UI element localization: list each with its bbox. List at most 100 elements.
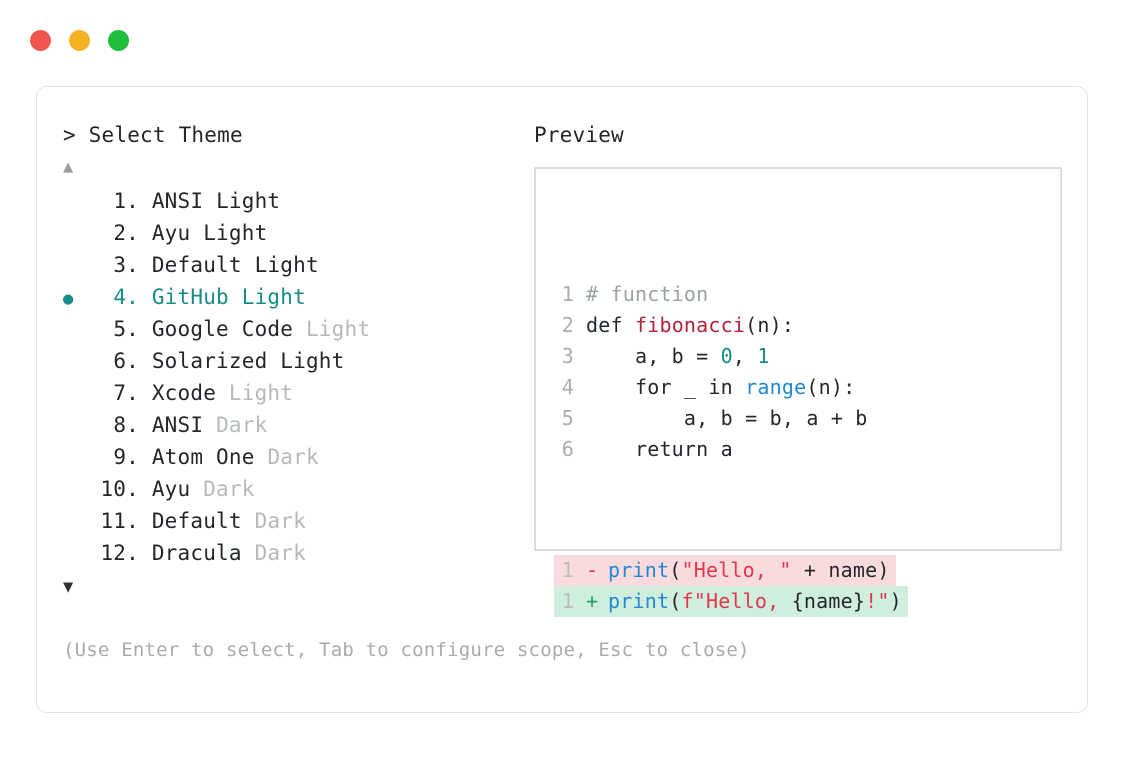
close-window-button[interactable]: [30, 30, 51, 51]
code-token: {name}: [791, 589, 866, 613]
theme-option-row[interactable]: 8. ANSI Dark: [63, 409, 513, 441]
code-line-content: for _ in range(n):: [586, 372, 855, 403]
code-token: fibonacci: [634, 313, 746, 337]
theme-option-row[interactable]: 2. Ayu Light: [63, 217, 513, 249]
code-line: 1 # function: [554, 279, 908, 310]
theme-option-variant: Light: [203, 221, 268, 245]
line-number: 3: [561, 344, 574, 368]
code-diff-lines: 1-print("Hello, " + name)1+print(f"Hello…: [554, 555, 908, 617]
theme-option-number: 10.: [100, 477, 139, 501]
theme-option-name: Solarized: [139, 349, 281, 373]
theme-option-row[interactable]: 3. Default Light: [63, 249, 513, 281]
code-token: 1: [757, 344, 770, 368]
theme-option-number: 8.: [113, 413, 139, 437]
code-line: 3 a, b = 0, 1: [554, 341, 908, 372]
theme-option-number: 2.: [113, 221, 139, 245]
code-token: (: [669, 558, 682, 582]
code-token: (n):: [806, 375, 856, 399]
code-token: 0: [720, 344, 733, 368]
selected-bullet-icon: ●: [63, 289, 74, 309]
code-token: a, b = b, a + b: [586, 406, 868, 430]
code-token: for _ in: [586, 375, 746, 399]
theme-option-name: Ayu: [139, 221, 204, 245]
theme-option-name: GitHub: [139, 285, 242, 309]
theme-option-variant: Light: [216, 189, 281, 213]
code-token: ,: [732, 344, 758, 368]
scroll-up-arrow-icon[interactable]: ▲: [63, 157, 74, 177]
theme-option-name: Dracula: [139, 541, 255, 565]
code-line-content: # function: [586, 279, 708, 310]
theme-option-name: Xcode: [139, 381, 229, 405]
theme-option-variant: Dark: [267, 445, 319, 469]
theme-option-variant: Light: [280, 349, 345, 373]
theme-option-row[interactable]: 10. Ayu Dark: [63, 473, 513, 505]
code-line-content: return a: [586, 434, 733, 465]
line-number: 6: [561, 437, 574, 461]
diff-marker: -: [586, 558, 599, 582]
code-line: 5 a, b = b, a + b: [554, 403, 908, 434]
theme-option-name: Ayu: [139, 477, 204, 501]
code-token: range: [745, 375, 807, 399]
theme-option-variant: Light: [241, 285, 306, 309]
code-token: print: [608, 589, 670, 613]
diff-line-added: 1 + print(f"Hello, {name}!"): [554, 586, 908, 617]
code-token: a, b =: [586, 344, 721, 368]
window-traffic-lights: [30, 30, 129, 51]
line-number: 1: [561, 589, 574, 613]
theme-option-name: Default: [139, 253, 255, 277]
diff-marker: +: [586, 589, 599, 613]
theme-option-variant: Light: [228, 381, 294, 405]
code-token: (n):: [745, 313, 795, 337]
diff-line-content: print("Hello, " + name): [608, 555, 890, 586]
theme-option-name: Google Code: [139, 317, 306, 341]
prompt-title: > Select Theme: [63, 123, 243, 147]
code-token: print: [608, 558, 670, 582]
code-token: def: [586, 313, 635, 337]
theme-option-number: 5.: [113, 317, 139, 341]
theme-option-number: 3.: [113, 253, 139, 277]
code-token: # function: [586, 282, 709, 306]
code-token: (: [669, 589, 682, 613]
code-token: + name): [791, 558, 890, 582]
theme-option-number: 1.: [113, 189, 139, 213]
keyboard-hint-text: (Use Enter to select, Tab to configure s…: [63, 639, 750, 661]
theme-option-variant: Dark: [203, 477, 255, 501]
theme-option-variant: Dark: [216, 413, 268, 437]
theme-option-row[interactable]: 7. Xcode Light: [63, 377, 513, 409]
diff-line-content: print(f"Hello, {name}!"): [608, 586, 902, 617]
code-line: 2 def fibonacci(n):: [554, 310, 908, 341]
theme-option-row[interactable]: ● 4. GitHub Light: [63, 281, 513, 313]
theme-option-row[interactable]: 6. Solarized Light: [63, 345, 513, 377]
code-token: "Hello, ": [681, 558, 792, 582]
theme-option-row[interactable]: 11. Default Dark: [63, 505, 513, 537]
theme-option-number: 12.: [100, 541, 139, 565]
line-number: 2: [561, 313, 574, 337]
line-number: 1: [561, 558, 574, 582]
theme-option-number: 9.: [113, 445, 139, 469]
theme-option-name: ANSI: [139, 413, 217, 437]
code-line: 4 for _ in range(n):: [554, 372, 908, 403]
line-number: 1: [561, 282, 574, 306]
code-line-content: a, b = b, a + b: [586, 403, 868, 434]
theme-option-variant: Dark: [254, 509, 306, 533]
theme-option-variant: Light: [305, 317, 371, 341]
maximize-window-button[interactable]: [108, 30, 129, 51]
scroll-down-arrow-icon[interactable]: ▼: [63, 577, 74, 597]
theme-option-variant: Dark: [254, 541, 306, 565]
code-token: return a: [586, 437, 733, 461]
theme-option-number: 7.: [113, 381, 139, 405]
theme-option-number: 11.: [100, 509, 139, 533]
theme-option-row[interactable]: 5. Google Code Light: [63, 313, 513, 345]
code-line: 6 return a: [554, 434, 908, 465]
theme-option-name: Default: [139, 509, 255, 533]
theme-option-row[interactable]: 1. ANSI Light: [63, 185, 513, 217]
theme-option-row[interactable]: 12. Dracula Dark: [63, 537, 513, 569]
minimize-window-button[interactable]: [69, 30, 90, 51]
diff-line-removed: 1-print("Hello, " + name): [554, 555, 896, 586]
theme-option-row[interactable]: 9. Atom One Dark: [63, 441, 513, 473]
theme-option-number: 4.: [113, 285, 139, 309]
